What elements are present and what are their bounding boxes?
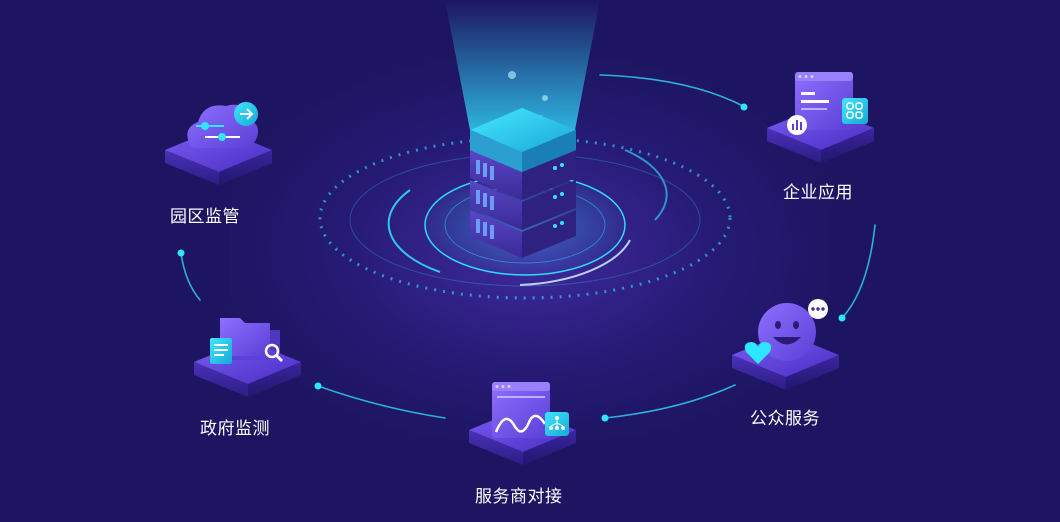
connector-dot-enterprise [740, 103, 748, 111]
folder-search-icon [210, 318, 284, 364]
label-enterprise: 企业应用 [783, 183, 853, 203]
node-enterprise[interactable] [767, 72, 874, 163]
label-park: 园区监管 [170, 207, 240, 227]
node-government[interactable] [194, 318, 301, 397]
label-provider: 服务商对接 [475, 487, 563, 507]
smiley-chat-icon [744, 299, 828, 364]
connector-dot-provider [601, 414, 609, 422]
connector-government [317, 385, 446, 419]
connector-dot-park [177, 249, 185, 257]
connector-public [841, 224, 876, 319]
connector-dot-government [314, 382, 322, 390]
node-provider[interactable] [469, 382, 576, 465]
node-park[interactable] [165, 102, 272, 185]
chart-window-icon [492, 382, 569, 438]
label-government: 政府监测 [200, 419, 270, 439]
connector-dot-public [838, 314, 846, 322]
app-window-icon [787, 72, 868, 135]
connector-provider [604, 384, 736, 419]
connector-park [180, 252, 201, 301]
light-beam [445, 0, 600, 130]
label-public: 公众服务 [750, 409, 820, 429]
connector-enterprise [599, 74, 746, 108]
cloud-settings-icon [187, 102, 258, 148]
orbit-connectors [177, 74, 876, 422]
node-public[interactable] [732, 299, 839, 390]
server-stack-icon [470, 108, 576, 258]
